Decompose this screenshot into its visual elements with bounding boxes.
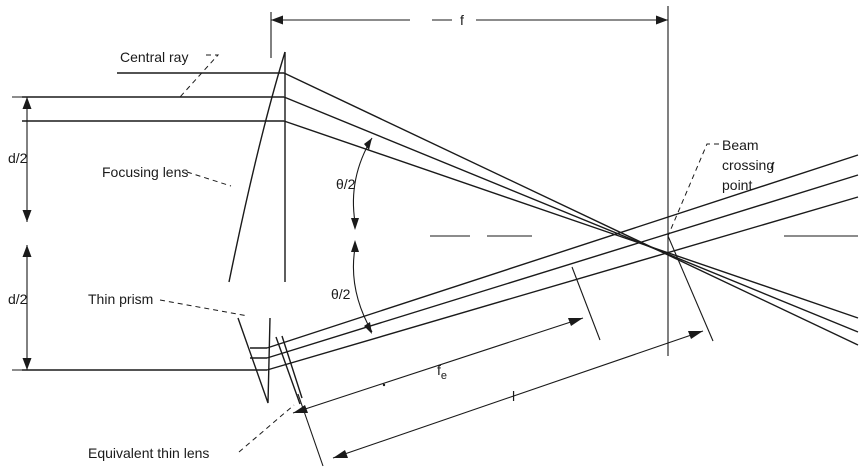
central-ray-label: Central ray bbox=[120, 49, 220, 98]
focusing-lens bbox=[228, 51, 286, 283]
beam-crossing-label: Beam crossing point bbox=[667, 137, 774, 237]
thin-prism-label: Thin prism bbox=[88, 291, 249, 317]
focusing-lens-label: Focusing lens bbox=[102, 164, 232, 187]
svg-text:Focusing lens: Focusing lens bbox=[102, 164, 188, 180]
svg-text:Equivalent thin lens: Equivalent thin lens bbox=[88, 445, 209, 461]
label-focal-length: f bbox=[460, 12, 464, 28]
arrowhead-left bbox=[271, 15, 283, 25]
svg-text:Central ray: Central ray bbox=[120, 49, 188, 65]
stray-dot bbox=[382, 383, 386, 387]
thin-prism bbox=[237, 317, 271, 404]
svg-text:crossing: crossing bbox=[722, 157, 774, 173]
equivalent-thin-lens bbox=[275, 335, 303, 405]
upper-refracted-rays bbox=[283, 72, 859, 346]
lower-refracted-rays bbox=[266, 154, 859, 371]
svg-text:Thin prism: Thin prism bbox=[88, 291, 153, 307]
label-d-half-lower: d/2 bbox=[8, 291, 28, 307]
lower-incoming-rays bbox=[22, 347, 267, 371]
half-angle-arcs: θ/2 θ/2 bbox=[331, 137, 373, 334]
label-distance-l: l bbox=[512, 388, 515, 404]
d-half-dimension: d/2 d/2 bbox=[8, 96, 70, 371]
focal-length-dimension: f bbox=[270, 6, 669, 356]
equivalent-thin-lens-label: Equivalent thin lens bbox=[88, 404, 295, 461]
svg-text:point: point bbox=[722, 177, 752, 193]
label-theta-half-upper: θ/2 bbox=[336, 176, 356, 192]
small-tick bbox=[770, 161, 775, 169]
label-effective-focal-length: fe bbox=[437, 362, 447, 382]
label-d-half-upper: d/2 bbox=[8, 150, 28, 166]
arrowhead-right bbox=[656, 15, 668, 25]
label-theta-half-lower: θ/2 bbox=[331, 286, 351, 302]
svg-text:Beam: Beam bbox=[722, 137, 759, 153]
l-dimension: l bbox=[297, 235, 714, 467]
